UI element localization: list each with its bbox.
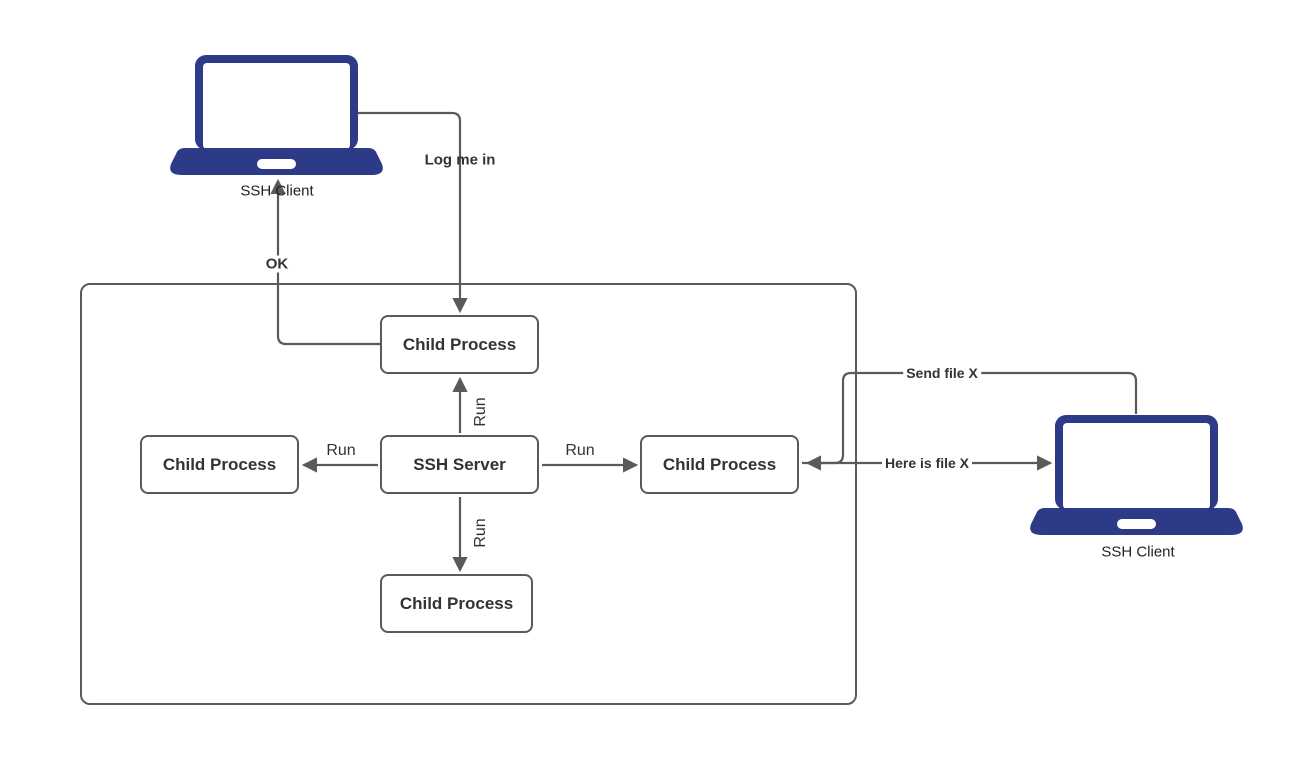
edge-label-send-file-x: Send file X	[903, 365, 981, 381]
edge-label-run-down: Run	[472, 518, 489, 548]
label-ssh-client-right: SSH Client	[1101, 543, 1175, 561]
edge-label-run-right: Run	[562, 442, 598, 460]
edge-label-run-left: Run	[323, 442, 359, 460]
node-child-process-bottom: Child Process	[380, 574, 533, 633]
edge-log-me-in	[358, 111, 468, 314]
node-child-process-right: Child Process	[640, 435, 799, 494]
edge-label-run-up: Run	[472, 397, 489, 427]
node-ssh-server: SSH Server	[380, 435, 539, 494]
node-child-process-top: Child Process	[380, 315, 539, 374]
laptop-icon-right	[1030, 415, 1243, 535]
server-boundary-box	[80, 283, 857, 705]
label-ssh-client-left: SSH Client	[240, 182, 314, 200]
edge-ok	[270, 178, 380, 346]
edge-send-file-x	[805, 371, 1138, 471]
edge-label-ok: OK	[262, 255, 292, 273]
node-child-process-left: Child Process	[140, 435, 299, 494]
edge-label-here-is-file-x: Here is file X	[881, 455, 973, 471]
edge-label-log-me-in: Log me in	[424, 151, 496, 169]
laptop-icon-left	[170, 55, 383, 175]
